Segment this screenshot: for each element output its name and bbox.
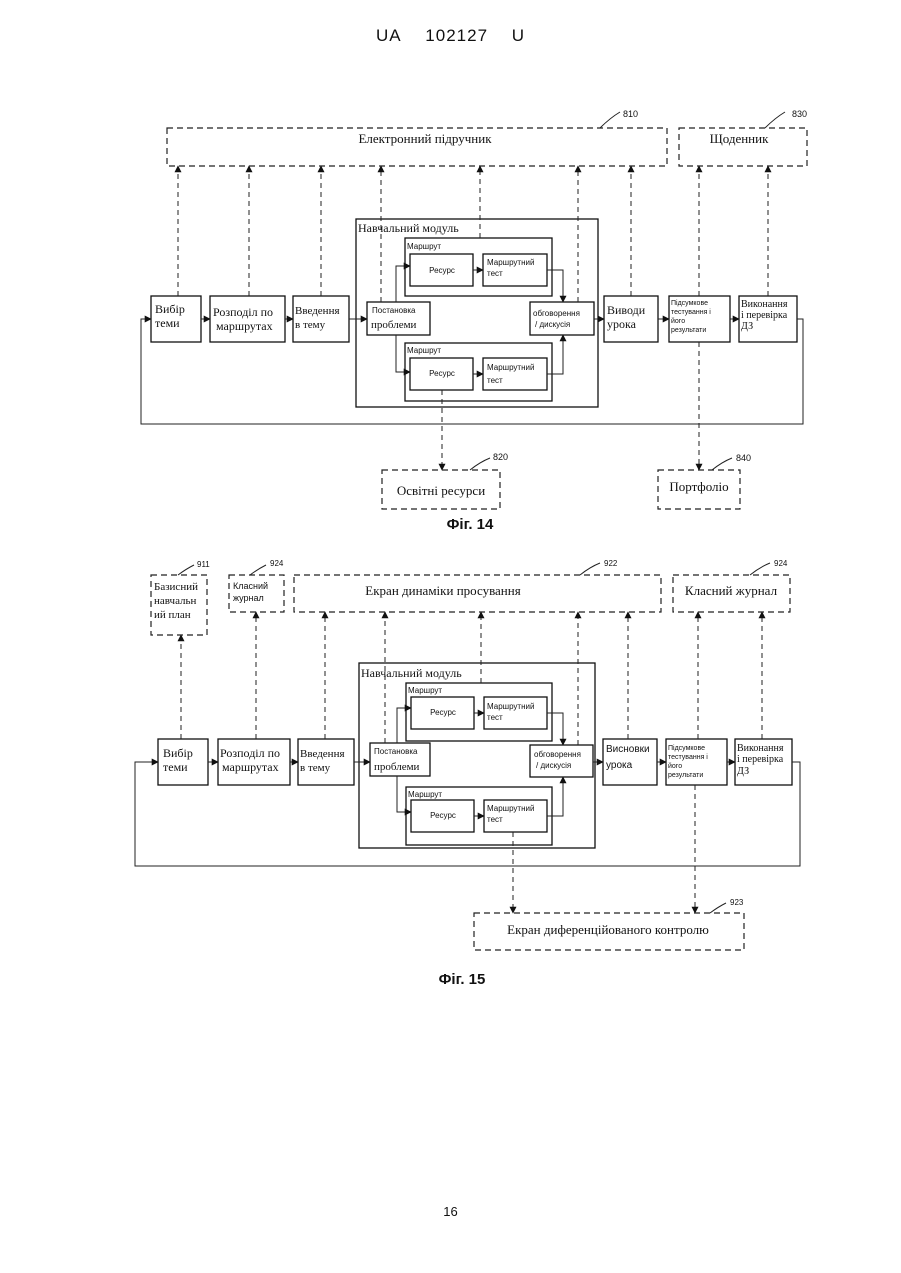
fig15-hw-l1: Виконання bbox=[737, 743, 784, 754]
fig14-problem-l2: проблеми bbox=[371, 319, 417, 331]
fig15-resource2-label: Ресурс bbox=[430, 811, 456, 820]
fig15-routetest2-label-2: тест bbox=[487, 815, 503, 824]
fig15-distrib-l2: маршрутах bbox=[222, 760, 279, 774]
fig15-journal-small-l2: журнал bbox=[233, 593, 264, 603]
fig14-portfolio-label: Портфоліо bbox=[669, 479, 728, 494]
fig15-topic-l2: теми bbox=[163, 760, 188, 774]
fig14-ref-840-leader bbox=[712, 458, 732, 470]
fig14-eduresources-label: Освітні ресурси bbox=[397, 483, 485, 498]
fig15-final-l2: тестування і bbox=[668, 753, 708, 761]
fig15-final-l1: Підсумкове bbox=[668, 744, 705, 752]
fig15-route1-label: Маршрут bbox=[408, 686, 442, 695]
fig15-plan-l3: ий план bbox=[154, 609, 191, 621]
fig15-caption: Фіг. 15 bbox=[362, 971, 562, 988]
fig14-distrib-l2: маршрутах bbox=[216, 319, 273, 333]
fig15-topic-l1: Вибір bbox=[163, 746, 193, 760]
fig15-problem-l2: проблеми bbox=[374, 761, 420, 773]
fig15-distrib-l1: Розподіл по bbox=[220, 746, 280, 760]
fig14-final-l3: його bbox=[671, 317, 685, 325]
fig15-ref-924b: 924 bbox=[774, 559, 788, 568]
fig14-hw-l2: і перевірка bbox=[741, 310, 788, 321]
fig15-intro-l1: Введення bbox=[300, 748, 345, 760]
fig15-plan-l1: Базисний bbox=[154, 581, 198, 593]
fig15-diagram: Базисний навчальн ий план 911 Класний жу… bbox=[135, 559, 800, 950]
fig14-ref-820-leader bbox=[470, 458, 490, 470]
fig15-concl-l1: Висновки bbox=[606, 744, 650, 755]
fig14-ref-810-leader bbox=[600, 112, 620, 128]
fig15-final-l4: результати bbox=[668, 772, 703, 779]
fig14-ref-840: 840 bbox=[736, 453, 751, 463]
fig14-routetest1-label-1: Маршрутний bbox=[487, 258, 534, 267]
fig14-textbook-label: Електронний підручник bbox=[358, 131, 492, 146]
fig15-plan-l2: навчальн bbox=[154, 595, 197, 607]
fig15-branch-up bbox=[397, 708, 411, 743]
fig14-resource2-label: Ресурс bbox=[429, 369, 455, 378]
fig14-intro-l1: Введення bbox=[295, 305, 340, 317]
fig15-routetest2-label-1: Маршрутний bbox=[487, 804, 534, 813]
fig15-discuss-l1: обговорення bbox=[534, 750, 581, 759]
fig14-routetest1-label-2: тест bbox=[487, 269, 503, 278]
fig14-discuss-box bbox=[530, 302, 594, 335]
fig15-ref-924a: 924 bbox=[270, 559, 284, 568]
fig14-ref-820: 820 bbox=[493, 452, 508, 462]
fig15-hw-l2: і перевірка bbox=[737, 754, 784, 765]
fig14-problem-l1: Постановка bbox=[372, 306, 416, 315]
fig14-final-l4: результати bbox=[671, 327, 706, 334]
fig15-diffcontrol-label: Екран диференційованого контролю bbox=[507, 922, 709, 937]
fig14-routetest2-label-1: Маршрутний bbox=[487, 363, 534, 372]
fig15-ref-922-leader bbox=[580, 563, 600, 575]
fig15-ref-924b-leader bbox=[750, 563, 770, 575]
fig14-hw-l3: ДЗ bbox=[741, 321, 753, 332]
fig15-routetest1-label-1: Маршрутний bbox=[487, 702, 534, 711]
fig15-journal-small-l1: Класний bbox=[233, 581, 268, 591]
fig15-hw-l3: ДЗ bbox=[737, 766, 749, 777]
fig14-hw-l1: Виконання bbox=[741, 299, 788, 310]
fig14-diagram: Електронний підручник Щоденник 810 830 Н… bbox=[141, 109, 807, 509]
fig15-ref-923-leader bbox=[710, 903, 726, 913]
fig14-discuss-l2: / дискусія bbox=[535, 320, 570, 329]
fig15-ref-911: 911 bbox=[197, 560, 210, 569]
fig15-problem-l1: Постановка bbox=[374, 747, 418, 756]
fig14-routetest2-label-2: тест bbox=[487, 376, 503, 385]
fig15-resource1-label: Ресурс bbox=[430, 708, 456, 717]
fig15-intro-l2: в тему bbox=[300, 762, 331, 774]
fig14-merge-down bbox=[547, 335, 563, 374]
fig15-ref-923: 923 bbox=[730, 898, 744, 907]
fig15-final-l3: його bbox=[668, 762, 682, 770]
fig15-ref-911-leader bbox=[178, 565, 194, 575]
fig15-ref-922: 922 bbox=[604, 559, 618, 568]
fig15-journal-label: Класний журнал bbox=[685, 583, 778, 598]
fig14-caption: Фіг. 14 bbox=[370, 516, 570, 533]
fig14-concl-l2: урока bbox=[607, 317, 637, 331]
fig15-routetest1-label-2: тест bbox=[487, 713, 503, 722]
fig15-merge-up bbox=[547, 713, 563, 745]
fig14-final-l2: тестування і bbox=[671, 308, 711, 316]
fig14-ref-830: 830 bbox=[792, 109, 807, 119]
fig14-ref-810: 810 bbox=[623, 109, 638, 119]
fig15-route2-label: Маршрут bbox=[408, 790, 442, 799]
fig15-dynamics-label: Екран динаміки просування bbox=[365, 583, 520, 598]
fig14-resource1-label: Ресурс bbox=[429, 266, 455, 275]
fig14-route2-label: Маршрут bbox=[407, 346, 441, 355]
fig14-distrib-l1: Розподіл по bbox=[213, 305, 273, 319]
fig15-merge-down bbox=[547, 777, 563, 816]
fig14-merge-up bbox=[547, 270, 563, 302]
fig15-discuss-l2: / дискусія bbox=[536, 761, 571, 770]
fig14-route1-label: Маршрут bbox=[407, 242, 441, 251]
fig15-module-title: Навчальний модуль bbox=[361, 666, 462, 680]
fig14-final-l1: Підсумкове bbox=[671, 299, 708, 307]
fig15-ref-924a-leader bbox=[250, 565, 266, 575]
fig14-topic-l1: Вибір bbox=[155, 302, 185, 316]
fig14-topic-l2: теми bbox=[155, 316, 180, 330]
fig14-intro-l2: в тему bbox=[295, 319, 326, 331]
fig14-diary-label: Щоденник bbox=[710, 131, 769, 146]
fig15-concl-l2: урока bbox=[606, 760, 633, 771]
fig14-ref-830-leader bbox=[765, 112, 785, 128]
page-number: 16 bbox=[0, 1204, 901, 1219]
fig14-concl-l1: Виводи bbox=[607, 303, 646, 317]
fig14-module-title: Навчальний модуль bbox=[358, 221, 459, 235]
fig14-discuss-l1: обговорення bbox=[533, 309, 580, 318]
